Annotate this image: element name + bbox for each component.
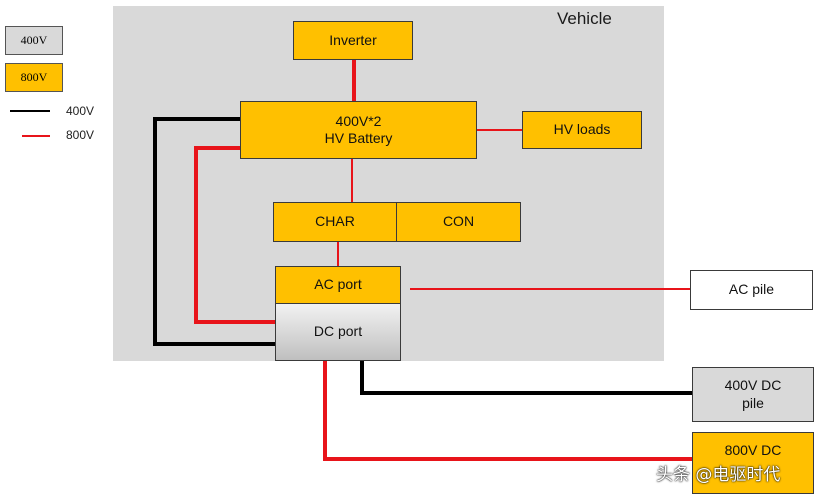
legend-400v-box-label: 400V — [20, 33, 48, 47]
dc400-pile-label-line2: pile — [742, 394, 764, 411]
dc400-pile-box: 400V DC pile — [692, 367, 814, 422]
hv-battery-voltage-label: 400V*2 — [335, 112, 382, 129]
hv-battery-label: HV Battery — [324, 130, 393, 146]
wire-dcport-400vpile — [360, 361, 692, 395]
dc-port-box: DC port — [275, 303, 401, 361]
watermark: 头条 @电驱时代 — [656, 465, 781, 485]
dc400-pile-label-line1: 400V DC — [724, 377, 782, 393]
dc-port-label: DC port — [313, 323, 363, 340]
char-label: CHAR — [315, 213, 355, 230]
dc800-pile-box: 800V DC — [692, 432, 814, 494]
legend-800v-box: 800V — [5, 63, 63, 92]
dc800-pile-label-line1: 800V DC — [724, 442, 782, 458]
ac-pile-label: AC pile — [728, 281, 775, 298]
hv-loads-box: HV loads — [522, 111, 642, 149]
con-box: CON — [396, 202, 521, 242]
con-label: CON — [442, 213, 475, 230]
wire-800v-battery-dcport — [194, 146, 276, 324]
ac-pile-box: AC pile — [690, 270, 813, 310]
hv-battery-box: 400V*2 HV Battery — [240, 101, 477, 159]
wire-dcport-800vpile — [323, 361, 692, 461]
vehicle-label: Vehicle — [557, 9, 612, 28]
ac-port-label: AC port — [314, 276, 362, 293]
ac-port-box: AC port — [275, 266, 401, 304]
legend-800v-line-label: 800V — [66, 128, 95, 142]
legend-800v-box-label: 800V — [20, 70, 48, 84]
inverter-label: Inverter — [329, 31, 377, 48]
hv-loads-label: HV loads — [553, 121, 611, 138]
char-box: CHAR — [273, 202, 397, 242]
inverter-box: Inverter — [293, 21, 413, 60]
legend-400v-box: 400V — [5, 26, 63, 55]
legend-400v-line-label: 400V — [66, 104, 95, 118]
wire-400v-battery-dcport — [153, 117, 276, 346]
